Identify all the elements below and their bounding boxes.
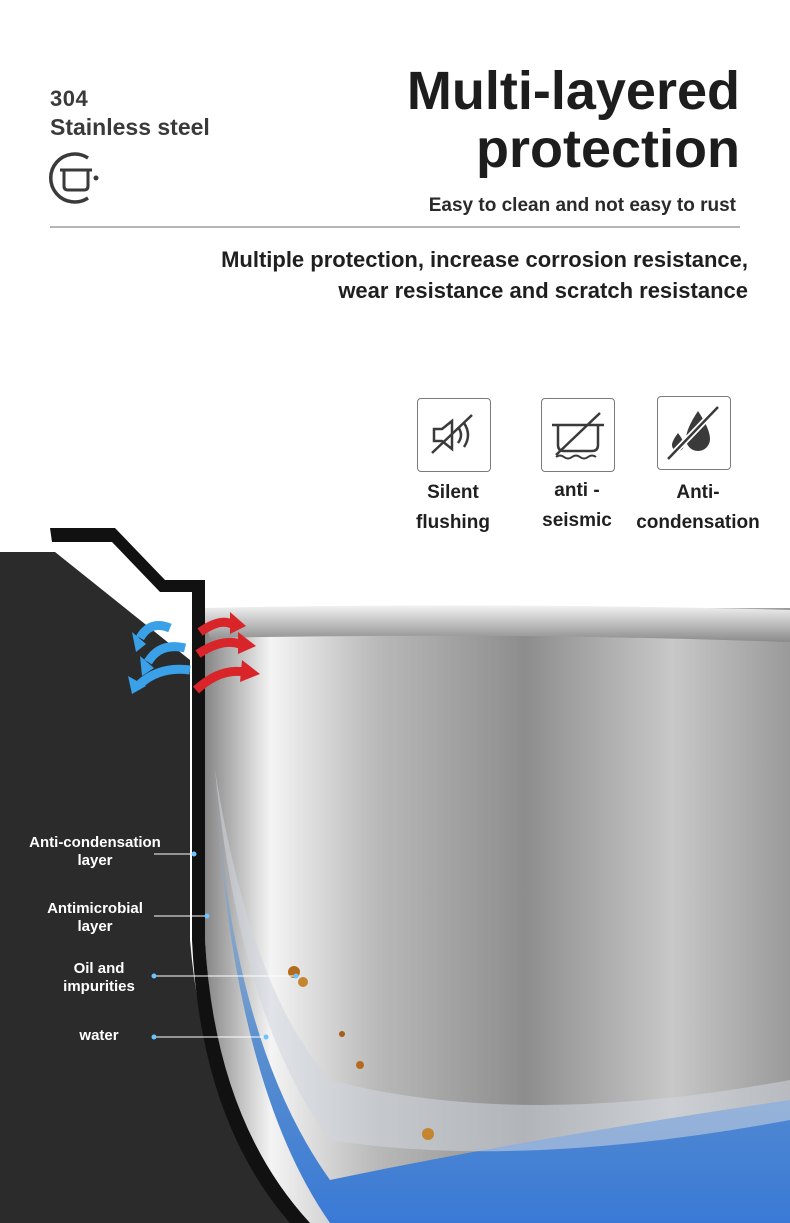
- feature-label-anti-seismic: anti - seismic: [502, 476, 652, 536]
- lead-line-2: wear resistance and scratch resistance: [338, 278, 748, 303]
- feature-label-line: anti -: [554, 480, 600, 501]
- feature-label-line: flushing: [416, 512, 490, 533]
- layer-label-line: layer: [77, 852, 113, 869]
- feature-label-anti-condensation: Anti- condensation: [623, 478, 773, 538]
- feature-label-silent: Silent flushing: [378, 478, 528, 538]
- layer-label-line: layer: [77, 918, 113, 935]
- lead-line-1: Multiple protection, increase corrosion …: [221, 247, 748, 272]
- title-line-1: Multi-layered: [406, 61, 740, 121]
- layer-label-line: water: [79, 1027, 119, 1044]
- layer-label-oil-impurities: Oil and impurities: [19, 960, 179, 996]
- page-subtitle: Easy to clean and not easy to rust: [428, 195, 736, 216]
- feature-label-line: Anti-: [676, 482, 720, 503]
- lead-text: Multiple protection, increase corrosion …: [108, 244, 748, 306]
- layer-label-line: Oil and: [73, 960, 125, 977]
- page-title: Multi-layered protection: [260, 62, 740, 178]
- layer-label-water: water: [19, 1027, 179, 1045]
- layer-label-anti-condensation: Anti-condensation layer: [15, 834, 175, 870]
- material-grade: 304: [50, 86, 89, 111]
- header-divider: [50, 226, 740, 228]
- feature-label-line: Silent: [427, 482, 479, 503]
- feature-label-line: seismic: [542, 510, 612, 531]
- layer-label-line: Antimicrobial: [47, 900, 143, 917]
- no-vibration-pot-icon: [541, 398, 615, 472]
- material-name: Stainless steel: [50, 114, 210, 140]
- layer-label-line: Anti-condensation: [29, 834, 161, 851]
- title-line-2: protection: [476, 119, 740, 179]
- pot-material-icon: [48, 152, 99, 204]
- muted-speaker-icon: [417, 398, 491, 472]
- layer-label-antimicrobial: Antimicrobial layer: [15, 900, 175, 936]
- feature-label-line: condensation: [636, 512, 760, 533]
- no-water-drop-icon: [657, 396, 731, 470]
- layer-label-line: impurities: [63, 978, 135, 995]
- pot-cross-section-illustration: [0, 528, 790, 1223]
